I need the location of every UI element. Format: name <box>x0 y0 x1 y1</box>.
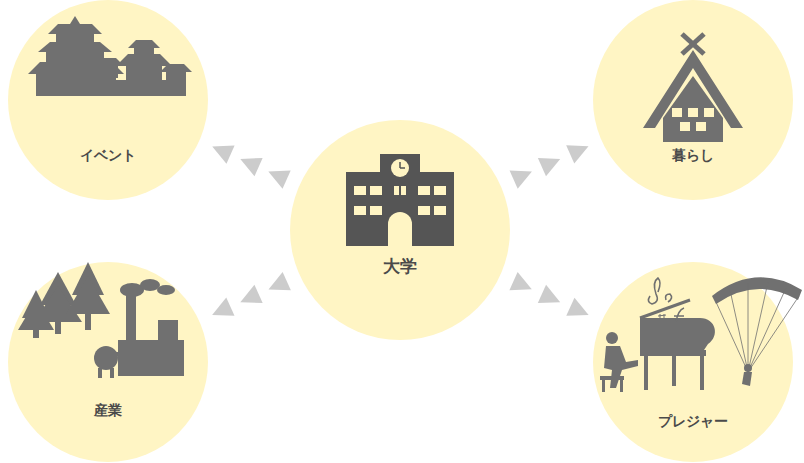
house-icon <box>643 34 743 142</box>
circle-node: 産業 <box>8 262 208 462</box>
arrow-triangle <box>538 285 560 303</box>
circle-node: 暮らし <box>593 0 793 200</box>
arrow-triangle <box>510 170 532 188</box>
circle-node: イベント <box>8 0 208 200</box>
circle-shape <box>8 0 208 200</box>
arrow-triangle <box>509 272 531 290</box>
circle-shape <box>593 0 793 200</box>
leisure-icon <box>600 277 802 392</box>
circle-shape <box>290 120 510 340</box>
arrow-triangle <box>212 145 234 163</box>
arrow-triangle <box>268 170 290 188</box>
circle-node: プレジャー <box>593 262 793 462</box>
castle-icon <box>28 16 192 96</box>
node-label: 産業 <box>8 400 208 420</box>
node-label: 暮らし <box>593 145 793 165</box>
arrow-chain <box>212 272 291 316</box>
circle-shape <box>593 262 793 462</box>
arrow-triangle <box>212 298 234 316</box>
arrow-chain <box>510 145 589 188</box>
arrow-triangle <box>566 298 588 316</box>
arrow-chain <box>212 145 290 188</box>
arrow-chain <box>509 272 588 316</box>
circle-node: 大学 <box>290 120 510 340</box>
school-icon <box>346 154 454 246</box>
circle-shape <box>8 262 208 462</box>
industry-icon <box>18 262 184 378</box>
arrow-triangle <box>240 285 262 303</box>
arrow-triangle <box>269 272 291 290</box>
arrow-triangle <box>538 158 560 176</box>
node-label: 大学 <box>290 256 510 276</box>
arrow-triangle <box>240 158 262 176</box>
arrow-triangle <box>566 145 588 163</box>
node-label: プレジャー <box>593 411 793 431</box>
node-label: イベント <box>8 145 208 165</box>
